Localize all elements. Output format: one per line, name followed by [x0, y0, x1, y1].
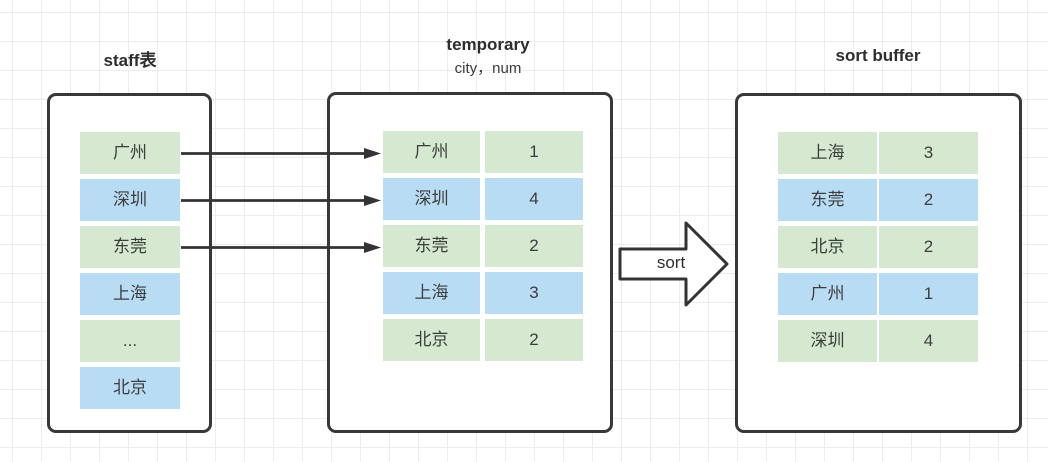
- staff-row-ellipsis: ...: [80, 320, 180, 362]
- sort-buffer-row-num: 2: [879, 226, 978, 268]
- sort-buffer-panel: 上海 3 东莞 2 北京 2 广州 1 深圳 4: [735, 93, 1022, 433]
- sort-buffer-row-city: 深圳: [778, 320, 877, 362]
- temporary-row-city: 上海: [383, 272, 480, 314]
- temporary-table-title: temporary city，num: [388, 35, 588, 78]
- temporary-row-num: 4: [485, 178, 583, 220]
- sort-arrow-label: sort: [656, 253, 686, 272]
- temporary-row-num: 1: [485, 131, 583, 173]
- staff-row-city: 深圳: [80, 179, 180, 221]
- temporary-table-columns-label: city，num: [454, 60, 522, 77]
- temporary-row-city: 深圳: [383, 178, 480, 220]
- temporary-row-city: 北京: [383, 319, 480, 361]
- sort-buffer-row-num: 2: [879, 179, 978, 221]
- temporary-table-title-text: temporary: [446, 35, 530, 54]
- sort-buffer-row-city: 东莞: [778, 179, 877, 221]
- sort-buffer-row-num: 3: [879, 132, 978, 174]
- staff-row-city: 上海: [80, 273, 180, 315]
- sort-buffer-row-city: 上海: [778, 132, 877, 174]
- staff-table-panel: 广州 深圳 东莞 上海 ... 北京: [47, 93, 212, 433]
- staff-row-city: 东莞: [80, 226, 180, 268]
- sort-buffer-row-num: 4: [879, 320, 978, 362]
- temporary-row-city: 东莞: [383, 225, 480, 267]
- sort-buffer-title: sort buffer: [835, 46, 921, 65]
- temporary-table-panel: 广州 1 深圳 4 东莞 2 上海 3 北京 2: [327, 92, 613, 433]
- staff-row-city: 广州: [80, 132, 180, 174]
- sort-buffer-row-city: 广州: [778, 273, 877, 315]
- staff-table-title: staff表: [103, 51, 157, 70]
- staff-row-city: 北京: [80, 367, 180, 409]
- temporary-row-num: 3: [485, 272, 583, 314]
- temporary-row-city: 广州: [383, 131, 480, 173]
- sort-buffer-row-city: 北京: [778, 226, 877, 268]
- temporary-row-num: 2: [485, 225, 583, 267]
- sort-buffer-row-num: 1: [879, 273, 978, 315]
- temporary-row-num: 2: [485, 319, 583, 361]
